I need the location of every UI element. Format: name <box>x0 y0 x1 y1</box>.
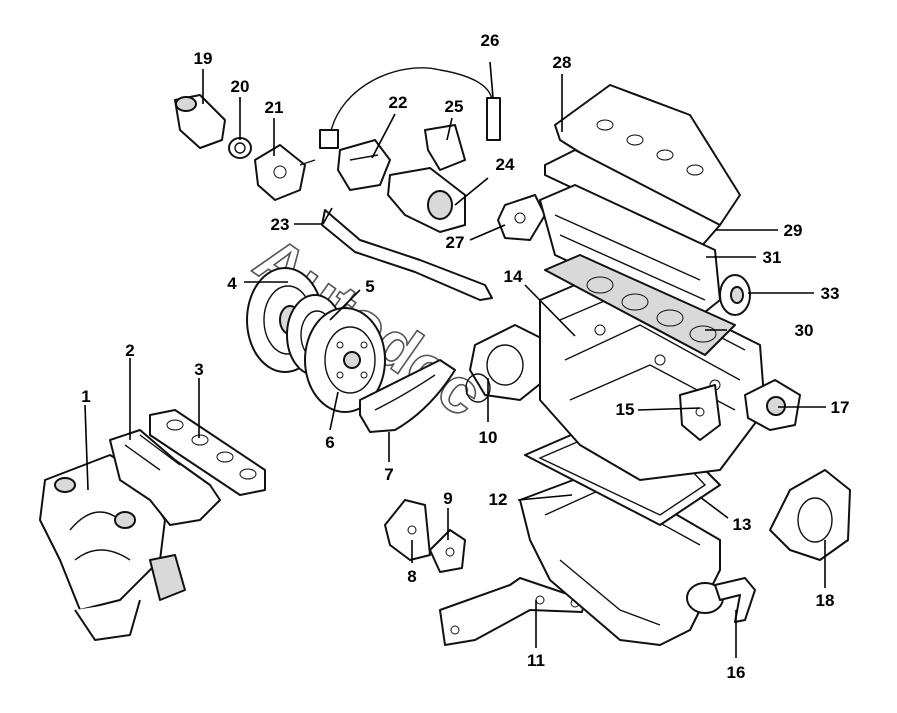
callout-7: 7 <box>384 465 393 484</box>
callout-29: 29 <box>784 221 803 240</box>
callout-19: 19 <box>194 49 213 68</box>
part-water-outlet[interactable] <box>497 194 546 241</box>
part-oil-pickup[interactable] <box>686 577 756 623</box>
callout-17: 17 <box>831 398 850 417</box>
callout-labels: 1 2 3 4 5 6 7 8 9 10 11 12 13 14 15 16 1… <box>81 31 849 682</box>
callout-24: 24 <box>496 155 515 174</box>
part-valve-cover[interactable] <box>554 84 741 226</box>
callout-22: 22 <box>389 93 408 112</box>
callout-5: 5 <box>365 277 374 296</box>
part-head-gasket[interactable] <box>544 254 736 356</box>
part-thermostat-housing[interactable] <box>174 94 226 149</box>
callout-8: 8 <box>407 567 416 586</box>
callout-14: 14 <box>504 267 523 286</box>
part-manifold-gasket[interactable] <box>149 409 266 496</box>
part-thermostat[interactable] <box>228 137 252 159</box>
part-sensor[interactable] <box>424 124 466 171</box>
callout-26: 26 <box>481 31 500 50</box>
callout-25: 25 <box>445 97 464 116</box>
part-water-pump[interactable] <box>744 379 801 431</box>
callout-6: 6 <box>325 433 334 452</box>
part-throttle-body[interactable] <box>387 167 466 233</box>
part-breather-hose[interactable] <box>321 209 493 301</box>
callout-3: 3 <box>194 360 203 379</box>
part-mount-bracket-a[interactable] <box>384 499 431 561</box>
callout-9: 9 <box>443 489 452 508</box>
part-mount-b[interactable] <box>429 529 466 573</box>
callout-23: 23 <box>271 215 290 234</box>
callout-2: 2 <box>125 341 134 360</box>
callout-12: 12 <box>489 490 508 509</box>
callout-33: 33 <box>821 284 840 303</box>
callout-20: 20 <box>231 77 250 96</box>
callout-11: 11 <box>527 651 545 670</box>
callout-31: 31 <box>763 248 782 267</box>
part-camshaft-pulley[interactable] <box>719 274 751 316</box>
callout-15: 15 <box>616 400 635 419</box>
part-distributor[interactable] <box>254 144 316 201</box>
part-flywheel[interactable] <box>304 307 386 413</box>
part-heat-shield[interactable] <box>39 454 166 641</box>
callout-30: 30 <box>795 321 814 340</box>
callout-10: 10 <box>479 428 498 447</box>
callout-16: 16 <box>727 663 746 682</box>
part-flywheel-cover[interactable] <box>359 359 456 433</box>
callout-13: 13 <box>733 515 752 534</box>
callout-27: 27 <box>446 233 465 252</box>
callout-21: 21 <box>265 98 284 117</box>
leader-lines <box>84 61 826 658</box>
part-oxygen-sensor[interactable] <box>319 67 501 149</box>
part-oil-pump-housing[interactable] <box>769 469 851 561</box>
part-valve-cover-gasket[interactable] <box>544 149 721 249</box>
callout-4: 4 <box>227 274 237 293</box>
callout-1: 1 <box>81 387 90 406</box>
part-throttle-cover[interactable] <box>337 139 391 191</box>
part-exhaust-manifold[interactable] <box>109 429 221 601</box>
callout-18: 18 <box>816 591 835 610</box>
callout-28: 28 <box>553 53 572 72</box>
